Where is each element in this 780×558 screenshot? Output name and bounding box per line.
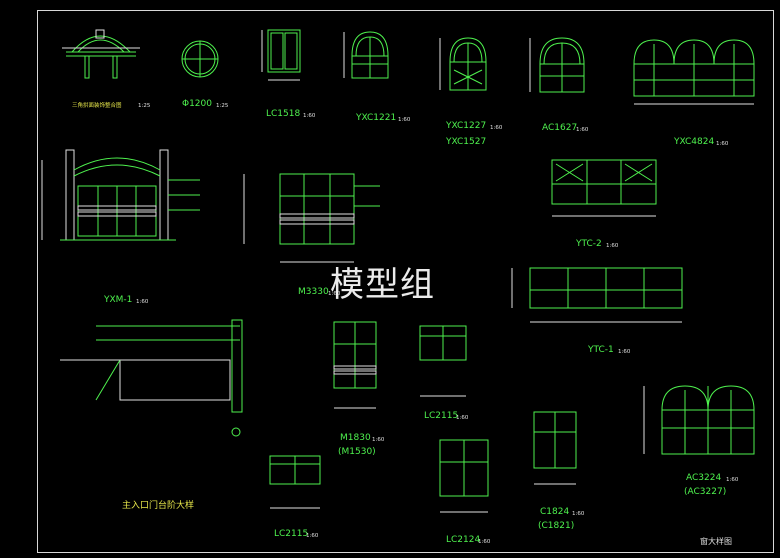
label-lc2124: LC2124 xyxy=(446,535,481,545)
scale-arch-detail: 1:25 xyxy=(138,103,151,109)
ytc1-window xyxy=(511,267,683,323)
yxc1227-window xyxy=(439,37,487,91)
label-m1830: M1830 xyxy=(340,433,371,443)
arch-decoration-detail xyxy=(62,29,140,79)
scale-lc1518: 1:60 xyxy=(303,113,316,119)
lc1518-window xyxy=(261,29,301,81)
lc2124-window xyxy=(439,439,489,513)
scale-lc2115-b: 1:60 xyxy=(306,533,319,539)
scale-yxc4824: 1:60 xyxy=(716,141,729,147)
scale-yxc1227: 1:60 xyxy=(490,125,503,131)
ytc2-window xyxy=(551,159,657,217)
scale-lc2115-a: 1:60 xyxy=(456,415,469,421)
scale-round-window: 1:25 xyxy=(216,103,229,109)
label-yxc1527: YXC1527 xyxy=(446,137,487,147)
scale-yxc1221: 1:60 xyxy=(398,117,411,123)
label-yxc4824: YXC4824 xyxy=(674,137,715,147)
scale-ac1627: 1:60 xyxy=(576,127,589,133)
label-ac3224: AC3224 xyxy=(686,473,722,483)
m1830-door xyxy=(333,321,377,409)
scale-m3330: 1:60 xyxy=(328,291,341,297)
label-m1530: (M1530) xyxy=(338,447,376,457)
yxc4824-window xyxy=(633,39,755,105)
label-round-window: Φ1200 xyxy=(182,99,212,109)
yxc1221-window xyxy=(343,31,389,79)
scale-yxm1: 1:60 xyxy=(136,299,149,305)
label-ac1627: AC1627 xyxy=(542,123,578,133)
scale-ac3224: 1:60 xyxy=(726,477,739,483)
label-step-detail: 主入口门台阶大样 xyxy=(122,501,195,511)
scale-c1824: 1:60 xyxy=(572,511,585,517)
scale-ytc2: 1:60 xyxy=(606,243,619,249)
lc2115-window-a xyxy=(419,325,467,397)
ac1627-window xyxy=(529,37,585,93)
step-detail-section xyxy=(60,319,243,437)
label-c1824: C1824 xyxy=(540,507,570,517)
round-window-drawing xyxy=(181,40,219,78)
sheet-title: 窗大样图 xyxy=(700,537,732,546)
label-ac3227: (AC3227) xyxy=(684,487,727,497)
label-c1821: (C1821) xyxy=(538,521,575,531)
label-yxm1: YXM-1 xyxy=(104,295,133,305)
label-ytc1: YTC-1 xyxy=(588,345,614,355)
drawing-frame xyxy=(37,10,774,553)
scale-m1830: 1:60 xyxy=(372,437,385,443)
scale-ytc1: 1:60 xyxy=(618,349,631,355)
scale-lc2124: 1:60 xyxy=(478,539,491,545)
label-lc2115-b: LC2115 xyxy=(274,529,309,539)
label-yxc1221: YXC1221 xyxy=(356,113,397,123)
label-lc1518: LC1518 xyxy=(266,109,301,119)
label-ytc2: YTC-2 xyxy=(576,239,602,249)
label-yxc1227: YXC1227 xyxy=(446,121,487,131)
c1824-window xyxy=(533,411,577,485)
label-lc2115-a: LC2115 xyxy=(424,411,459,421)
label-m3330: M3330 xyxy=(298,287,329,297)
ac3224-window xyxy=(643,385,755,455)
label-arch-detail: 三角拱面装饰整合图 xyxy=(72,103,122,109)
lc2115-window-b xyxy=(269,455,321,509)
yxm1-door xyxy=(41,149,200,241)
watermark-text: 模型组 xyxy=(330,265,435,305)
m3330-door xyxy=(243,173,380,263)
